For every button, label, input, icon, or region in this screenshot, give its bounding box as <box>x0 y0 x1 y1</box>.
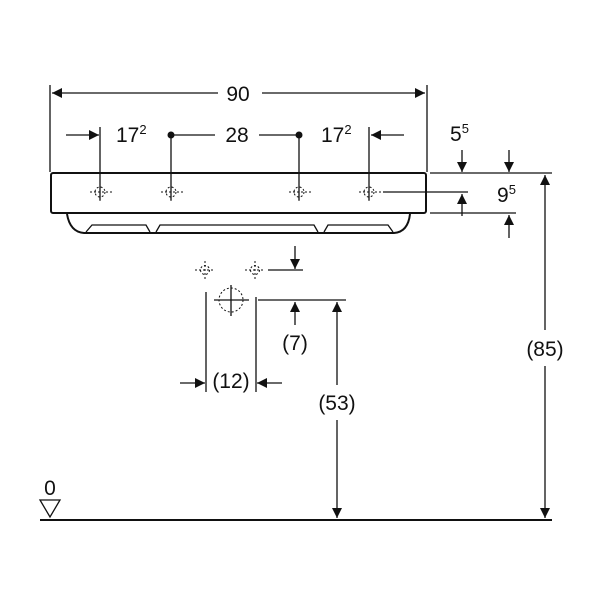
tap-spacing-dimension: 172 28 172 <box>66 122 404 200</box>
waste-outlet-icon <box>214 285 249 316</box>
overall-width-dimension: 90 <box>49 83 428 172</box>
right-offset-sup: 2 <box>344 122 351 137</box>
waste-width-label: (12) <box>212 370 249 393</box>
level-marker-icon <box>38 499 62 519</box>
crosshair-icon <box>245 261 265 279</box>
thickness-label: 9 <box>497 184 509 207</box>
svg-text:172: 172 <box>116 122 147 147</box>
crosshair-icon <box>161 183 183 201</box>
tap-spacing-label: 28 <box>225 124 248 147</box>
floor-level-label: 0 <box>44 477 56 500</box>
overall-height-dimension: (85) <box>526 175 564 518</box>
crosshair-icon <box>90 183 112 201</box>
svg-text:55: 55 <box>450 121 469 146</box>
crosshair-icon <box>195 261 215 279</box>
overall-height-label: (85) <box>526 338 563 361</box>
svg-text:172: 172 <box>321 122 352 147</box>
thickness-sup: 5 <box>509 182 516 197</box>
basin-outline <box>50 172 427 234</box>
crosshair-icon <box>359 183 381 201</box>
left-offset-sup: 2 <box>139 122 146 137</box>
basin-thickness-dimension: 55 95 <box>430 121 552 238</box>
right-offset-label: 17 <box>321 124 344 147</box>
tap-depth-label: 5 <box>450 123 462 146</box>
tap-depth-sup: 5 <box>462 121 469 136</box>
overall-width-label: 90 <box>226 83 249 106</box>
tap-hole-markers <box>90 183 468 201</box>
crosshair-icon <box>289 183 311 201</box>
waste-offset-label: (7) <box>282 332 308 355</box>
waste-height-label: (53) <box>318 392 355 415</box>
waste-details: (7) (53) (12) <box>180 246 356 518</box>
floor-level: 0 <box>38 477 552 521</box>
svg-text:95: 95 <box>497 182 516 207</box>
left-offset-label: 17 <box>116 124 139 147</box>
